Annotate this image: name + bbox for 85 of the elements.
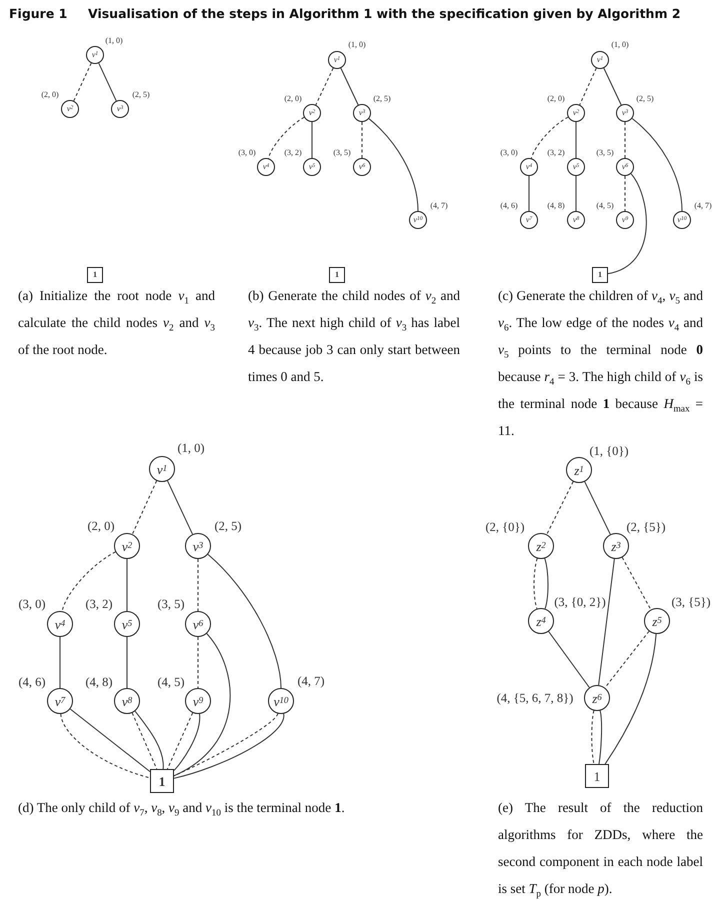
high-edge — [126, 636, 128, 688]
high-edge — [174, 713, 200, 771]
node-label: (4, 6) — [500, 202, 518, 210]
node-label: (3, 0) — [18, 598, 46, 610]
low-edge — [132, 480, 158, 535]
low-edge — [166, 712, 194, 770]
low-edge — [579, 68, 597, 106]
node-label: (4, 7) — [297, 674, 325, 688]
high-edge — [98, 62, 117, 102]
node-label: (1, 0) — [177, 442, 205, 454]
node-label: (3, 0) — [500, 149, 518, 157]
panel-caption: (b) Generate the child nodes of v$_{2}$ and v$_{3}$. The next high child of v$_{3}$ has label 4 because job 3 can only start between times 0 and 5. — [248, 287, 460, 386]
node-label: (4, 5) — [157, 676, 185, 688]
high-edge — [598, 558, 615, 686]
node-label: (3, 5) — [596, 149, 614, 157]
high-edge — [70, 708, 150, 772]
panel-caption: (d) The only child of v$_{7}$, v$_{8}$, v$_{9}$ and v$_{10}$ is the terminal node 1. — [18, 799, 346, 821]
node-label: (3, {0, 2}) — [554, 596, 606, 608]
node-label: (2, {5}) — [626, 520, 666, 534]
high-edge — [340, 68, 359, 106]
node-label: (3, 2) — [547, 149, 565, 157]
low-edge — [62, 551, 116, 612]
high-edge — [584, 481, 611, 535]
node-label: (3, 2) — [284, 149, 302, 157]
low-edge — [624, 176, 626, 212]
panel-caption: (e) The result of the reduction algorithms for ZDDs, where the second component in each node label is set T$_{p}$ (for node p). — [498, 799, 703, 902]
low-edge — [591, 710, 594, 764]
node-label: (4, 7) — [694, 202, 712, 210]
high-edge — [126, 558, 128, 612]
high-edge — [368, 118, 418, 212]
node-label: (1, 0) — [611, 41, 629, 49]
node-label: (4, 6) — [18, 676, 46, 688]
high-edge — [528, 176, 530, 212]
node-label: (3, 2) — [85, 598, 113, 610]
high-edge — [167, 480, 193, 535]
high-edge — [608, 173, 647, 274]
low-edge — [73, 62, 92, 102]
node-label: (3, 5) — [333, 149, 351, 157]
terminal-node: 1 — [585, 764, 609, 788]
terminal-node: 1 — [329, 267, 345, 283]
high-edge — [603, 68, 622, 106]
low-edge — [546, 481, 574, 535]
node-label: (1, 0) — [105, 37, 123, 45]
figure-title: Visualisation of the steps in Algorithm 1 with the specification given by Algorithm 2 — [88, 6, 681, 21]
node-label: (2, 5) — [214, 520, 242, 532]
high-edge — [134, 710, 164, 770]
node-label: (4, 8) — [85, 676, 113, 688]
node-label: (4, 7) — [430, 202, 448, 210]
figure-number: Figure 1 — [9, 6, 68, 21]
node-label: (2, 5) — [373, 95, 391, 103]
node-label: (4, {5, 6, 7, 8}) — [496, 692, 574, 704]
low-edge — [624, 122, 626, 158]
node-label: (2, 5) — [132, 91, 150, 99]
high-edge — [598, 710, 602, 764]
node-label: (2, {0}) — [485, 520, 525, 534]
node-label: (3, 5) — [157, 598, 185, 610]
panel-caption: (c) Generate the children of v$_{4}$, v$_{5}$ and v$_{6}$. The low edge of the nodes v$_{4}$ and v$_{5}$ points to the terminal node 0 because r$_{4}$ = 3. The high child of v$_{6}$ is the terminal node 1 because H$_{max}$ = 11. — [498, 287, 703, 440]
low-edge — [60, 713, 150, 778]
terminal-node: 1 — [150, 769, 174, 793]
terminal-node: 1 — [592, 267, 608, 283]
node-label: (2, 0) — [547, 95, 565, 103]
node-label: (3, 0) — [238, 149, 256, 157]
low-edge — [534, 558, 538, 610]
node-label: (2, 0) — [41, 91, 59, 99]
high-edge — [604, 633, 657, 764]
high-edge — [548, 631, 590, 688]
high-edge — [207, 554, 282, 688]
high-edge — [632, 118, 682, 212]
high-edge — [174, 633, 231, 776]
low-edge — [315, 68, 334, 106]
low-edge — [604, 630, 650, 688]
node-label: (2, 0) — [284, 95, 302, 103]
node-label: (1, {0}) — [589, 444, 629, 458]
low-edge — [132, 712, 158, 770]
node-label: (2, 5) — [636, 95, 654, 103]
node-label: (2, 0) — [87, 520, 115, 532]
high-edge — [544, 558, 548, 610]
low-edge — [530, 116, 569, 159]
low-edge — [622, 556, 652, 610]
panel-caption: (a) Initialize the root node v$_{1}$ and calculate the child nodes v$_{2}$ and v$_{3}$ of the root node. — [18, 287, 215, 359]
node-label: (4, 8) — [547, 202, 565, 210]
terminal-node: 1 — [87, 267, 103, 283]
node-label: (4, 5) — [596, 202, 614, 210]
node-label: (1, 0) — [348, 41, 366, 49]
node-label: (3, {5}) — [671, 596, 711, 608]
